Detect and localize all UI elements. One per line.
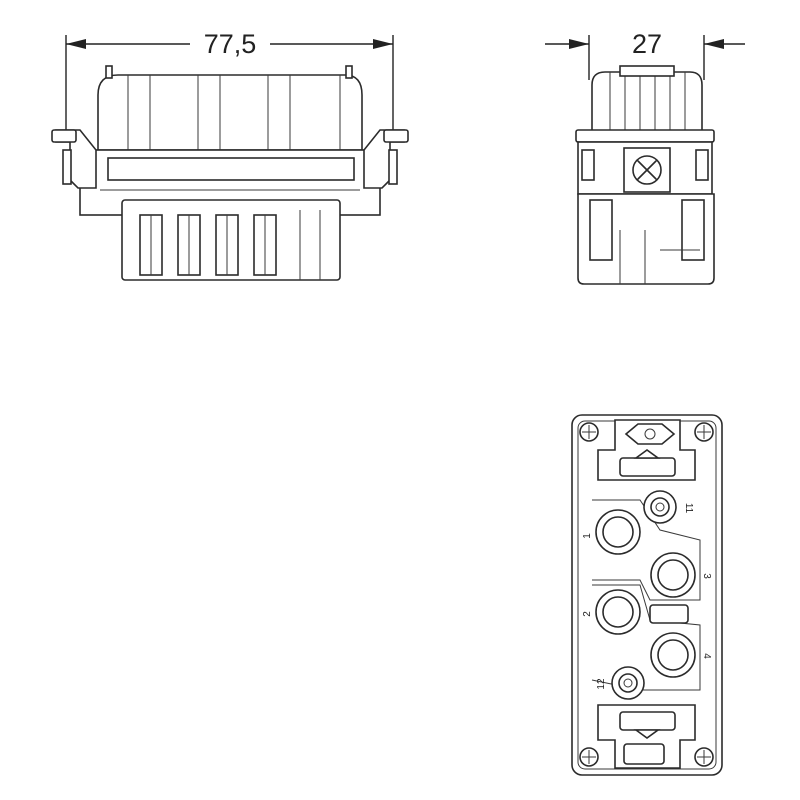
pin-label-4: 4 [701, 653, 712, 659]
face-view: 1 2 3 4 11 12 [571, 414, 723, 776]
logo-mark [624, 423, 676, 445]
contact-11 [643, 490, 677, 524]
contact-3 [650, 552, 696, 598]
width-dimension: 77,5 [65, 29, 394, 130]
pin-label-3: 3 [701, 573, 712, 579]
depth-dimension: 27 [545, 29, 745, 80]
contact-4 [650, 632, 696, 678]
side-view: 27 [545, 29, 745, 285]
depth-dimension-label: 27 [632, 29, 662, 59]
contact-2 [595, 589, 641, 635]
contact-12 [611, 666, 645, 700]
pin-label-12: 12 [596, 678, 607, 690]
pin-label-11: 11 [683, 503, 694, 514]
front-view: 77,5 [51, 29, 409, 281]
width-dimension-label: 77,5 [204, 29, 257, 59]
pin-label-1: 1 [582, 533, 593, 539]
contact-1 [595, 509, 641, 555]
pin-label-2: 2 [582, 611, 593, 617]
corner-screws [579, 422, 714, 767]
